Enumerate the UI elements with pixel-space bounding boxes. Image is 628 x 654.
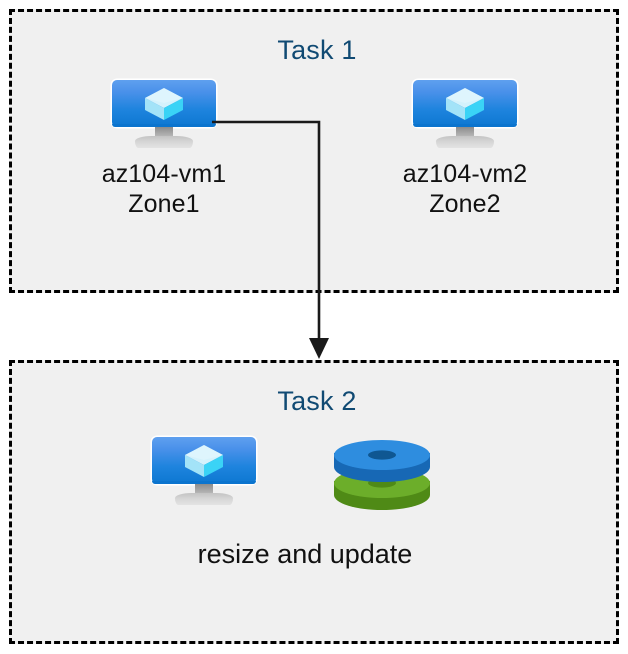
virtual-machine-icon — [413, 80, 517, 148]
vm-cube-glyph — [446, 88, 484, 120]
vm-stand-base — [135, 136, 193, 148]
node-az104-vm1[interactable]: az104-vm1 Zone1 — [74, 80, 254, 219]
node-label-name: az104-vm2 — [402, 160, 528, 188]
node-label-zone: Zone1 — [128, 190, 200, 218]
virtual-machine-icon — [152, 437, 256, 507]
task2-caption: resize and update — [197, 539, 413, 569]
node-task2-resources[interactable]: resize and update — [140, 432, 470, 570]
node-label-name: az104-vm1 — [101, 160, 227, 188]
vm-cube-glyph — [185, 445, 223, 477]
task-1-title: Task 1 — [277, 35, 357, 65]
vm-stand-base — [175, 493, 233, 505]
task2-disk-slot — [330, 437, 435, 518]
connector-arrowhead-icon — [309, 338, 329, 359]
vm-stand-base — [436, 136, 494, 148]
virtual-machine-icon — [112, 80, 216, 148]
task2-icon-row — [140, 432, 470, 512]
task-2-panel: Task 2 — [9, 360, 619, 644]
vm-cube-glyph — [145, 88, 183, 120]
task2-vm-slot — [152, 437, 256, 507]
managed-disks-icon — [334, 440, 430, 510]
task-2-title: Task 2 — [277, 386, 357, 416]
node-label-zone: Zone2 — [429, 190, 501, 218]
node-az104-vm2[interactable]: az104-vm2 Zone2 — [375, 80, 555, 219]
